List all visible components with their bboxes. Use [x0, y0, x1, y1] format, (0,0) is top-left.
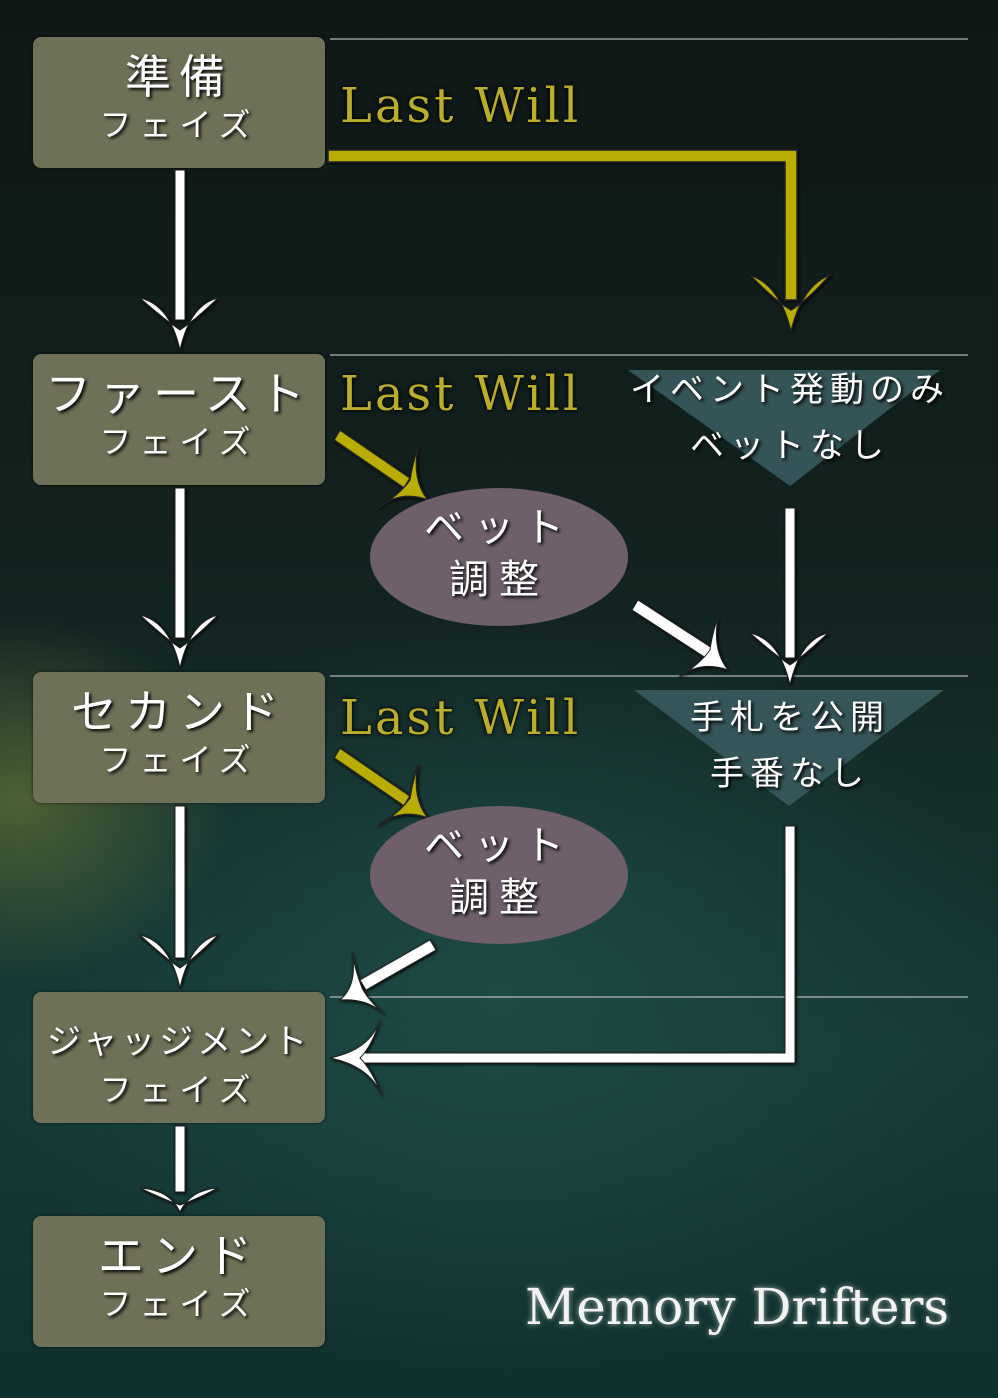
last-will-arrow-icon [332, 428, 431, 509]
separator-line [330, 354, 968, 356]
phase-box-preparation: 準備 フェイズ [33, 37, 325, 168]
phase-box-second: セカンド フェイズ [33, 672, 325, 803]
phase-subtitle: フェイズ [99, 1285, 259, 1323]
phase-title: エンド [98, 1229, 260, 1283]
phase-subtitle: フェイズ [99, 741, 259, 779]
bet-adjust-line1: ベット [424, 823, 574, 869]
last-will-arrow-icon [332, 746, 431, 827]
bet-adjust-ellipse: ベット 調整 [370, 488, 628, 626]
phase-title: 準備 [125, 50, 233, 104]
separator-line [330, 675, 968, 677]
note-line2: 手番なし [710, 754, 870, 794]
separator-line [330, 996, 968, 998]
last-will-label: Last Will [340, 366, 582, 422]
note-second-phase: 手札を公開 手番なし [610, 690, 970, 802]
phase-box-judgement: ジャッジメント フェイズ [33, 992, 325, 1123]
note-first-phase: イベント発動のみ ベットなし [610, 362, 970, 474]
phase-subtitle: フェイズ [99, 423, 259, 461]
arrow-elbow-icon [329, 825, 796, 1097]
phase-subtitle: フェイズ [99, 1071, 259, 1109]
bet-adjust-line2: 調整 [449, 875, 549, 921]
arrow-down-icon [138, 487, 220, 669]
arrow-diagonal-icon [631, 599, 730, 679]
arrow-down-icon [138, 805, 220, 989]
arrow-down-icon [139, 169, 220, 351]
note-triangle [628, 370, 940, 486]
phase-title: セカンド [71, 685, 287, 739]
note-triangle [634, 690, 944, 806]
bet-adjust-ellipse: ベット 調整 [370, 806, 628, 944]
last-will-arrow-icon [327, 149, 831, 333]
phase-title: ファースト [45, 367, 313, 421]
note-line1: 手札を公開 [690, 698, 890, 738]
bet-adjust-line2: 調整 [449, 557, 549, 603]
separator-line [330, 38, 968, 40]
phase-box-first: ファースト フェイズ [33, 354, 325, 485]
last-will-label: Last Will [340, 78, 582, 134]
phase-subtitle: フェイズ [99, 106, 259, 144]
bet-adjust-line1: ベット [424, 505, 574, 551]
phase-title: ジャッジメント [46, 1022, 312, 1062]
arrow-diagonal-icon [338, 939, 437, 1016]
arrow-down-icon [749, 507, 830, 686]
logo: Memory Drifters [525, 1278, 950, 1336]
note-line2: ベットなし [690, 426, 890, 466]
note-line1: イベント発動のみ [630, 370, 950, 410]
phase-box-end: エンド フェイズ [33, 1216, 325, 1347]
arrow-down-icon [139, 1125, 219, 1214]
last-will-label: Last Will [340, 690, 582, 746]
